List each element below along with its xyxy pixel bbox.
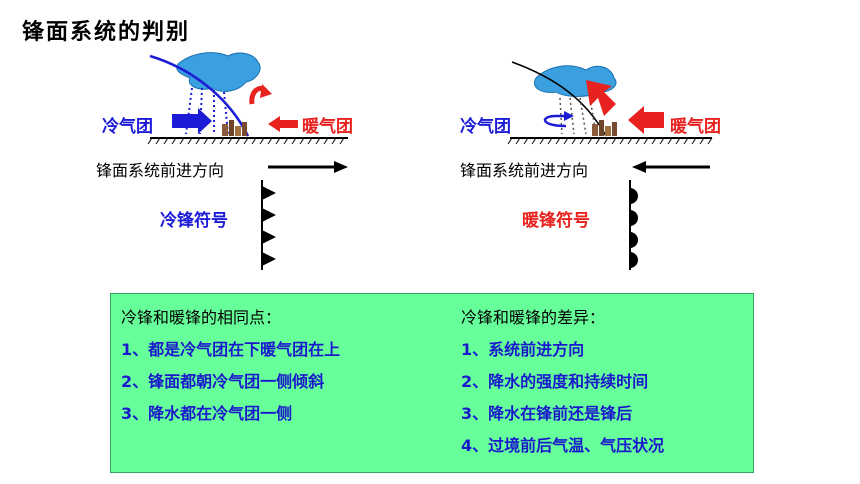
page-title: 锋面系统的判别 (22, 20, 191, 45)
cold-air-swirl-icon (544, 114, 567, 128)
cold-front-symbol-label: 冷锋符号 (160, 211, 228, 231)
town-icon (222, 120, 247, 136)
similarities-heading: 冷锋和暖锋的相同点： (121, 308, 282, 327)
warm-air-arrow-icon (628, 106, 664, 134)
similarities-column: 冷锋和暖锋的相同点： 1、都是冷气团在下暖气团在上 2、锋面都朝冷气团一侧倾斜 … (121, 304, 340, 432)
differences-heading: 冷锋和暖锋的差异： (461, 308, 606, 327)
difference-item: 2、降水的强度和持续时间 (461, 372, 649, 391)
warm-front-surface-line (511, 61, 607, 137)
cold-front-direction-label: 锋面系统前进方向 (96, 161, 225, 180)
cold-front-surface-line (149, 54, 250, 137)
difference-item: 1、系统前进方向 (461, 340, 585, 359)
rain-line (579, 97, 587, 135)
warm-front-semicircle-icon (630, 210, 638, 226)
warm-air-arrow-icon (268, 116, 298, 132)
cold-front-cold-air-label: 冷气团 (102, 117, 153, 137)
cold-front-triangle-icon (262, 230, 276, 244)
similarity-item: 1、都是冷气团在下暖气团在上 (121, 340, 341, 359)
similarity-item: 3、降水都在冷气团一侧 (121, 404, 293, 423)
cold-front-triangle-icon (262, 252, 276, 266)
rain-line (569, 97, 575, 135)
cold-air-arrow-icon (172, 108, 212, 134)
warm-front-semicircle-icon (630, 232, 638, 248)
town-icon (592, 120, 617, 136)
warm-front-cold-air-label: 冷气团 (460, 117, 511, 137)
cold-front-diagram (147, 52, 348, 270)
front-diagrams (147, 52, 713, 270)
cold-front-warm-air-label: 暖气团 (302, 117, 353, 137)
comparison-panel: 冷锋和暖锋的相同点： 1、都是冷气团在下暖气团在上 2、锋面都朝冷气团一侧倾斜 … (110, 293, 754, 473)
differences-column: 冷锋和暖锋的差异： 1、系统前进方向 2、降水的强度和持续时间 3、降水在锋前还… (461, 304, 664, 464)
warm-front-rising-air-icon (586, 80, 616, 116)
similarity-item: 2、锋面都朝冷气团一侧倾斜 (121, 372, 325, 391)
warm-front-diagram (507, 61, 713, 270)
difference-item: 3、降水在锋前还是锋后 (461, 404, 633, 423)
rain-line (559, 97, 563, 135)
difference-item: 4、过境前后气温、气压状况 (461, 436, 665, 455)
cold-front-triangle-icon (262, 186, 276, 200)
warm-front-symbol-label: 暖锋符号 (522, 211, 590, 231)
cold-front-triangle-icon (262, 208, 276, 222)
warm-front-semicircle-icon (630, 188, 638, 204)
warm-front-direction-label: 锋面系统前进方向 (460, 161, 589, 180)
warm-front-semicircle-icon (630, 252, 638, 268)
cold-front-cloud-icon (176, 52, 261, 92)
warm-front-warm-air-label: 暖气团 (670, 117, 721, 137)
